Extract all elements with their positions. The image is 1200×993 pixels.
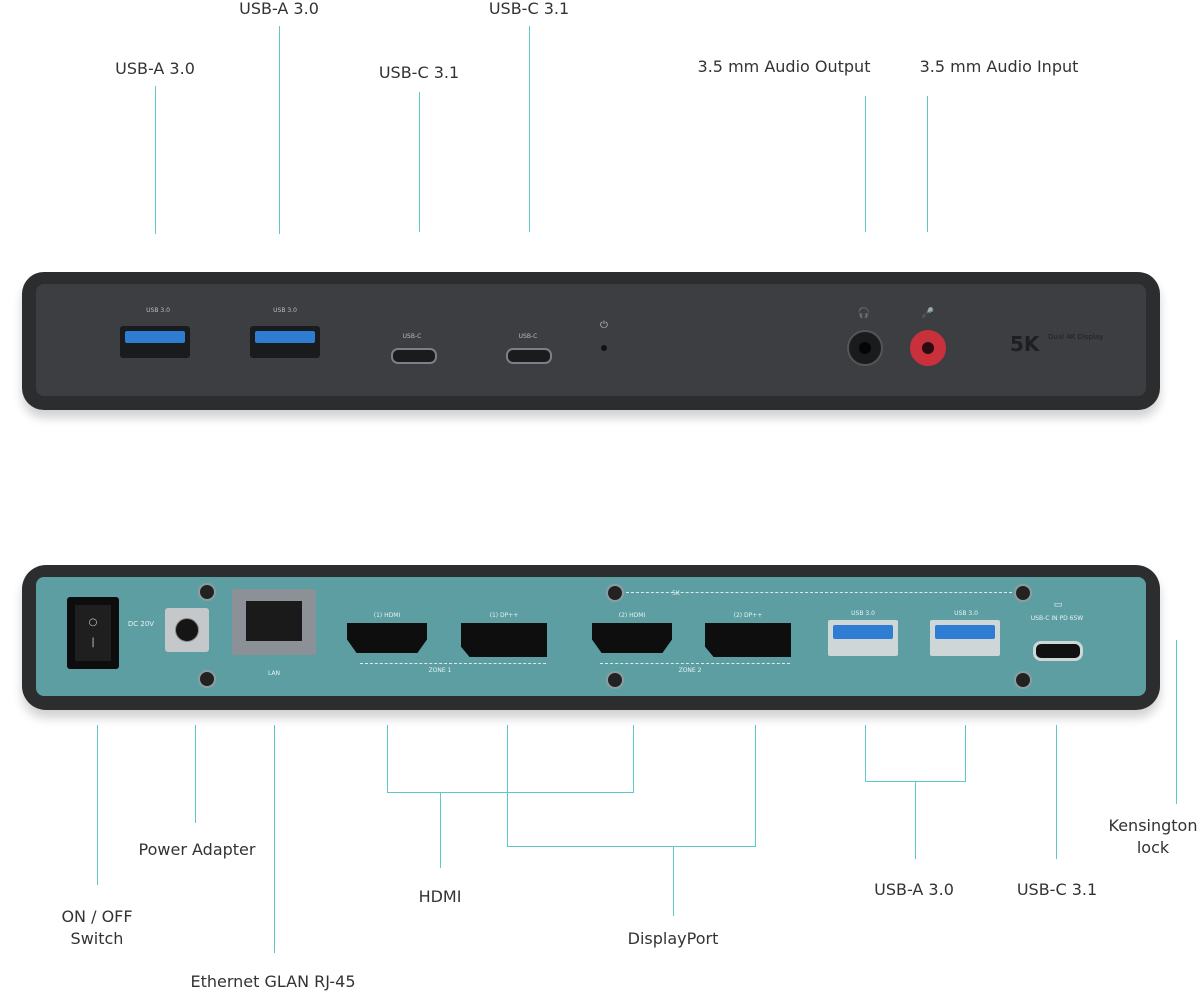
label-power-adapter: Power Adapter (138, 840, 256, 859)
fivek-label: 5K (672, 590, 680, 597)
power-switch[interactable]: ○ | (67, 597, 119, 669)
front-usb3-label-1: USB 3.0 (146, 307, 170, 314)
label-front-usbc-2: USB-C 3.1 (488, 0, 570, 18)
brand-dual-display: Dual 4K Display (1048, 333, 1104, 341)
label-front-usba-2: USB-A 3.0 (239, 0, 319, 18)
leader-usbc (1056, 725, 1057, 859)
audio-input-jack[interactable] (910, 330, 946, 366)
label-rear-usbc: USB-C 3.1 (1016, 880, 1098, 899)
leader-front-usbc-1 (419, 92, 420, 232)
front-usba-port-2[interactable] (250, 326, 320, 358)
leader-usba (915, 781, 916, 859)
leader-power (195, 725, 196, 823)
rear-usbc-port[interactable] (1033, 641, 1083, 661)
dp2-label: (2) DP++ (733, 612, 763, 619)
zone1-label: ZONE 1 (428, 667, 452, 674)
front-face (36, 284, 1146, 396)
label-ethernet: Ethernet GLAN RJ-45 (190, 972, 356, 991)
displayport-2[interactable] (705, 623, 791, 657)
screw-3 (606, 584, 624, 602)
hdmi1-label: (1) HDMI (373, 612, 401, 619)
front-usbc-port-1[interactable] (391, 348, 437, 364)
label-hdmi: HDMI (418, 887, 462, 906)
label-front-usbc-1: USB-C 3.1 (378, 63, 460, 82)
leader-hdmi (440, 792, 441, 868)
leader-displayport (673, 846, 674, 916)
front-panel (22, 272, 1160, 410)
leader-front-usba-2 (279, 26, 280, 234)
leader-audio-input (927, 96, 928, 232)
label-rear-usba: USB-A 3.0 (874, 880, 954, 899)
laptop-icon: ▭ (1053, 600, 1063, 610)
leader-ethernet (274, 725, 275, 953)
front-usbc-label-1: USB-C (402, 333, 422, 340)
audio-output-jack[interactable] (847, 330, 883, 366)
leader-audio-output (865, 96, 866, 232)
displayport-1[interactable] (461, 623, 547, 657)
screw-5 (1014, 584, 1032, 602)
dp1-label: (1) DP++ (489, 612, 519, 619)
label-switch: ON / OFF Switch (61, 907, 133, 948)
label-audio-output: 3.5 mm Audio Output (697, 57, 871, 76)
hdmi2-label: (2) HDMI (618, 612, 646, 619)
dc-label: DC 20V (127, 620, 155, 628)
hdmi-port-2[interactable] (592, 623, 672, 653)
label-audio-input: 3.5 mm Audio Input (919, 57, 1079, 76)
front-usb3-label-2: USB 3.0 (273, 307, 297, 314)
screw-1 (198, 583, 216, 601)
screw-4 (606, 671, 624, 689)
hdmi-port-1[interactable] (347, 623, 427, 653)
rear-usba-port-2[interactable] (930, 620, 1000, 656)
microphone-icon: 🎤 (921, 308, 935, 319)
label-front-usba-1: USB-A 3.0 (115, 59, 195, 78)
screw-2 (198, 670, 216, 688)
leader-kensington (1176, 640, 1177, 804)
power-icon: ⏻ (600, 320, 608, 331)
rear-usb3-label-1: USB 3.0 (851, 610, 875, 617)
headphone-icon: 🎧 (857, 308, 871, 319)
label-displayport: DisplayPort (627, 929, 719, 948)
front-usbc-label-2: USB-C (518, 333, 538, 340)
front-usba-port-1[interactable] (120, 326, 190, 358)
lan-label: LAN (267, 670, 281, 677)
rear-usba-port-1[interactable] (828, 620, 898, 656)
zone2-label: ZONE 2 (678, 667, 702, 674)
dc-power-jack[interactable] (165, 608, 209, 652)
leader-front-usbc-2 (529, 26, 530, 232)
screw-6 (1014, 671, 1032, 689)
label-kensington: Kensington lock (1108, 816, 1198, 857)
ethernet-port[interactable] (232, 589, 316, 655)
rear-usb3-label-2: USB 3.0 (954, 610, 978, 617)
power-led (601, 345, 607, 351)
leader-front-usba-1 (155, 86, 156, 234)
usbc-in-label: USB-C IN PD 65W (1030, 615, 1084, 622)
leader-switch (97, 725, 98, 885)
front-usbc-port-2[interactable] (506, 348, 552, 364)
brand-5k: 5K (1010, 332, 1040, 356)
